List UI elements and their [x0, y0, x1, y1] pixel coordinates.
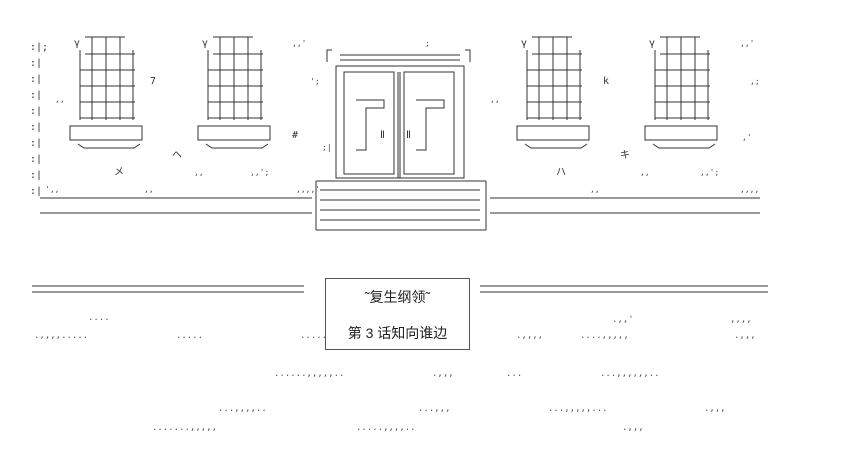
svg-text::|: :| [30, 186, 42, 197]
svg-text:,,: ,, [590, 185, 600, 194]
mark-me: メ [114, 167, 124, 178]
window-3 [516, 36, 590, 149]
svg-text:,,';: ,,'; [250, 168, 269, 177]
svg-text::|: :| [30, 74, 42, 85]
dots-12: ... [506, 369, 523, 379]
window-4 [644, 36, 718, 149]
dots-1: .... [88, 313, 110, 323]
chapter-title-box: ˜复生纲领˜ 第 3 话知向谁边 [325, 278, 470, 350]
svg-text:,': ,' [742, 133, 752, 142]
svg-text:;: ; [425, 39, 430, 48]
svg-text:,,: ,, [194, 168, 204, 177]
dots-4: ..... [300, 331, 328, 341]
dots-7: .,,' [612, 315, 634, 325]
dots-18: .......,,,,, [152, 423, 218, 433]
mark-gamma-4: γ [649, 38, 655, 49]
svg-text::|: :| [30, 122, 42, 133]
dots-19: .....,,,,.. [356, 423, 416, 433]
svg-text::|;: :|; [30, 42, 48, 53]
svg-text::|: :| [30, 58, 42, 69]
scattered-marks: ,,' ; ,,' ,, '; ,, ,; ;| ,, ,,'; ,, ,,';… [45, 39, 760, 194]
svg-text:';: '; [310, 77, 320, 86]
svg-text:,,': ,,' [740, 39, 754, 48]
window-1 [69, 36, 143, 149]
dots-6: ....,,,,, [580, 331, 629, 341]
dots-3: ..... [176, 331, 204, 341]
svg-text::|: :| [30, 90, 42, 101]
svg-text:,,';: ,,'; [700, 168, 719, 177]
mark-hash: # [292, 130, 298, 141]
mark-gamma-1: γ [74, 38, 80, 49]
roman-two-right: Ⅱ [406, 130, 411, 141]
dots-9: .,,, [734, 331, 756, 341]
dots-16: ...,,,,,... [548, 404, 608, 414]
chapter-text: 第 3 话知向谁边 [347, 325, 448, 341]
title-divider-lines [32, 285, 768, 293]
svg-text:;|: ;| [322, 143, 332, 152]
svg-text::|: :| [30, 138, 42, 149]
svg-text::|: :| [30, 106, 42, 117]
svg-text:',,: ',, [45, 185, 59, 194]
svg-text::|: :| [30, 154, 42, 165]
svg-text:,,: ,, [144, 185, 154, 194]
dots-5: .,,,, [516, 331, 544, 341]
mark-seven: 7 [150, 76, 156, 87]
svg-text:,,: ,, [55, 95, 65, 104]
mark-ha: ハ [556, 167, 566, 178]
mark-ki: キ [620, 150, 630, 161]
mark-gamma-3: γ [521, 38, 527, 49]
svg-text:,;: ,; [750, 77, 760, 86]
svg-text:,,: ,, [490, 95, 500, 104]
svg-text:,,': ,,' [292, 39, 306, 48]
dots-14: ...,,,,.. [218, 404, 267, 414]
stairs [315, 180, 487, 231]
dots-11: .,,, [432, 369, 454, 379]
svg-text:,,: ,, [640, 168, 650, 177]
double-door [326, 49, 471, 179]
roman-two-left: Ⅱ [380, 130, 385, 141]
dots-2: .,,,,..... [34, 331, 89, 341]
dots-8: ,,,, [730, 315, 752, 325]
window-2 [197, 36, 271, 149]
mark-he: ヘ [172, 150, 182, 161]
svg-text::|: :| [30, 170, 42, 181]
dots-17: .,,, [704, 404, 726, 414]
title-text: ˜复生纲领˜ [364, 289, 431, 305]
dots-10: ......,,,,,.. [274, 369, 345, 379]
left-edge-marks: :|; :| :| :| :| :| :| :| :| :| [30, 42, 48, 197]
dots-13: ...,,,,,,.. [600, 369, 660, 379]
svg-text:,,,,: ,,,, [740, 185, 759, 194]
dots-15: ...,,, [418, 404, 451, 414]
floor-lines [40, 197, 760, 214]
dots-20: .,,, [622, 423, 644, 433]
mark-gamma-2: γ [202, 38, 208, 49]
svg-text:,,,,': ,,,,' [296, 185, 320, 194]
mark-k: k [603, 76, 609, 87]
